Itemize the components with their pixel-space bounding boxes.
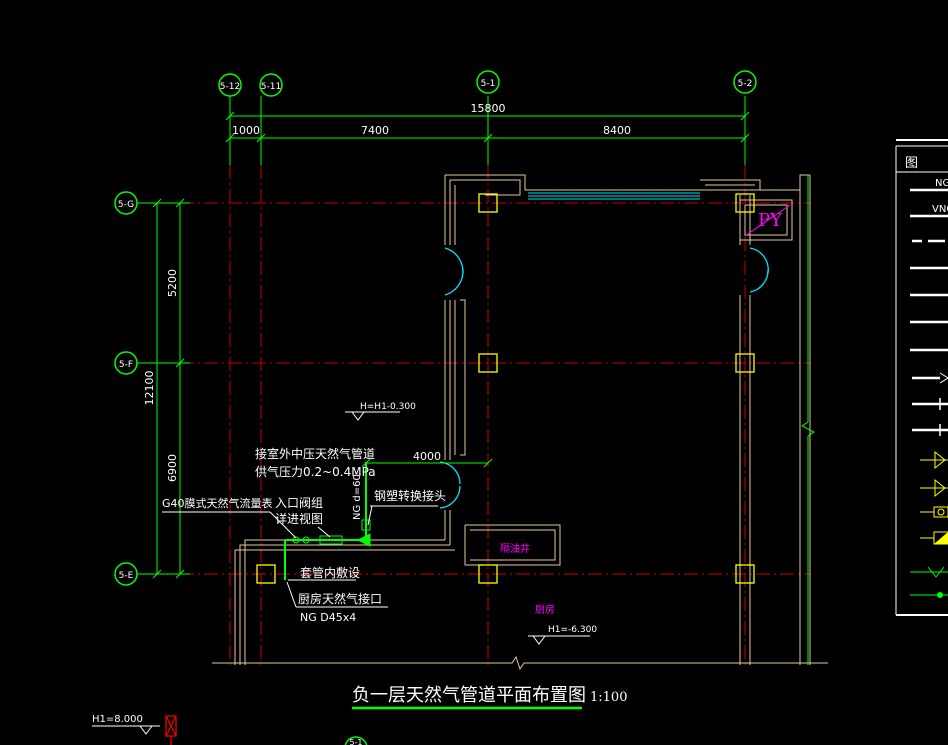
- doors: [439, 247, 769, 509]
- elevation-mark-3: [92, 725, 160, 735]
- axis-label-5-2: 5-2: [738, 79, 753, 89]
- axis-label-bottom: 5-1: [349, 738, 362, 745]
- axis-label-5-G: 5-G: [118, 200, 134, 210]
- drawing-scale: 1:100: [590, 690, 627, 705]
- elevation-mark-2: [528, 635, 590, 645]
- outdoor-pipe-label-1: 接室外中压天然气管道: [255, 446, 375, 461]
- pipe-vertical-label: NG d=60: [352, 474, 363, 520]
- axis-label-5-E: 5-E: [119, 571, 134, 581]
- right-break-line: [801, 175, 815, 665]
- axis-label-5-11: 5-11: [261, 82, 281, 92]
- kitchen-label: 厨房: [535, 603, 555, 616]
- dim-seg1-top: 1000: [232, 124, 260, 137]
- dim-seg1-left: 5200: [166, 269, 179, 297]
- elevation-label-2: H1=-6.300: [548, 625, 597, 635]
- steel-joint-label: 钢塑转换接头: [374, 488, 446, 503]
- axis-label-5-12: 5-12: [220, 82, 240, 92]
- dim-4000: 4000: [413, 450, 441, 463]
- meter-label: G40膜式天然气流量表: [162, 496, 273, 510]
- axis-bubbles-left: 5-G 5-F 5-E: [114, 191, 138, 586]
- axis-label-5-F: 5-F: [119, 360, 133, 370]
- axis-extensions: [137, 96, 746, 575]
- inlet-valve-label-1: 入口阀组: [275, 496, 323, 510]
- pipe-fittings: [292, 519, 371, 547]
- py-label: PY: [758, 210, 783, 231]
- top-window: [528, 192, 700, 200]
- dim-seg2-top: 7400: [361, 124, 389, 137]
- sleeve-label: 套管内敷设: [300, 565, 360, 580]
- dimension-top: [225, 111, 750, 143]
- kitchen-inlet-label: 厨房天然气接口: [298, 591, 382, 606]
- section-marker-icon: [165, 715, 177, 745]
- dim-total-top: 15800: [471, 102, 506, 115]
- legend-row-ng: NG: [935, 178, 948, 189]
- dimension-left: [152, 198, 185, 579]
- dim-seg3-top: 8400: [603, 124, 631, 137]
- axis-label-5-1: 5-1: [481, 79, 496, 89]
- dim-4000-line: [361, 458, 493, 468]
- bottom-boundary: [212, 655, 828, 671]
- outdoor-pipe-label-2: 供气压力0.2~0.4MPa: [255, 464, 376, 479]
- dim-seg2-left: 6900: [166, 454, 179, 482]
- legend-row-vng: VNG: [932, 204, 948, 215]
- kitchen-pipe-label: NG D45x4: [300, 611, 356, 624]
- elevation-mark-1: [345, 411, 400, 421]
- columns: [256, 193, 755, 584]
- drawing-title: 负一层天然气管道平面布置图: [352, 685, 586, 706]
- dim-total-left: 12100: [143, 371, 156, 406]
- elevation-label-1: H=H1-0.300: [360, 402, 416, 412]
- elevation-label-3: H1=8.000: [92, 714, 143, 725]
- axis-grid-lines: [180, 165, 810, 665]
- building-walls: [234, 174, 811, 665]
- axis-bubble-bottom: [344, 736, 368, 745]
- legend-panel-partial: 图 NG VNG: [895, 139, 948, 616]
- legend-head: 图: [905, 156, 918, 171]
- oil-pit-label: 隔油井: [500, 542, 530, 555]
- inlet-valve-label-2: 详进视图: [275, 511, 323, 526]
- axis-bubbles-top: 5-12 5-11 5-1 5-2: [218, 70, 757, 97]
